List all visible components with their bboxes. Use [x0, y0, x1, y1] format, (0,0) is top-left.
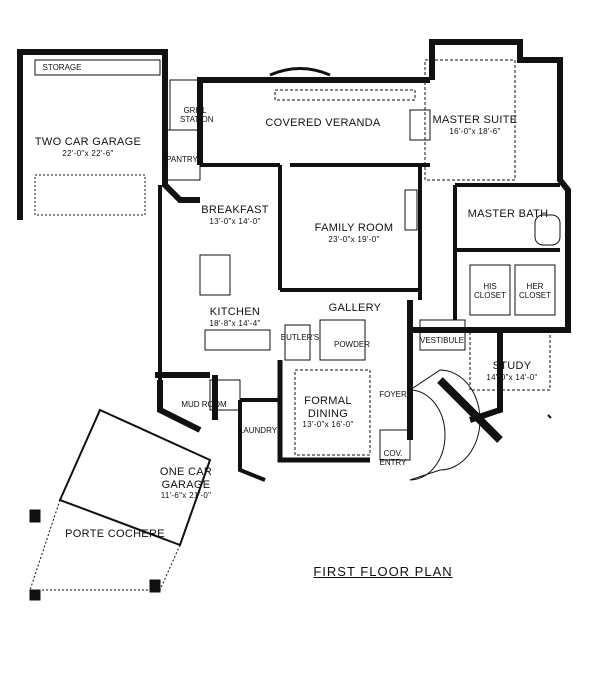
- room-dimensions: 13'-0"x 16'-0": [302, 420, 354, 430]
- room-label-her-closet: HER CLOSET: [519, 282, 552, 301]
- room-label-pantry: PANTRY: [166, 155, 198, 164]
- room-label-mud-room: MUD ROOM: [181, 400, 227, 409]
- exterior-walls: [17, 39, 571, 482]
- interior-lines: [29, 59, 561, 601]
- room-name: MASTER SUITE: [432, 114, 518, 126]
- room-label-grill-station: GRILL STATION: [180, 106, 214, 125]
- room-dimensions: 16'-0"x 18'-6": [449, 126, 501, 136]
- room-label-powder: POWDER: [334, 340, 370, 349]
- room-label-laundry: LAUNDRY: [238, 426, 278, 435]
- room-dimensions: 14'-0"x 14'-0": [486, 372, 538, 382]
- room-name: TWO CAR GARAGE: [34, 136, 142, 148]
- room-name: STUDY: [492, 360, 532, 372]
- room-label-master-bath: MASTER BATH: [467, 208, 549, 220]
- room-label-covered-veranda: COVERED VERANDA: [265, 117, 381, 129]
- room-label-his-closet: HIS CLOSET: [474, 282, 507, 301]
- plan-title: FIRST FLOOR PLAN: [313, 564, 453, 579]
- room-name: FORMAL DINING: [304, 395, 352, 420]
- room-label-storage: STORAGE: [42, 63, 82, 72]
- room-name: KITCHEN: [209, 306, 261, 318]
- room-dimensions: 22'-0"x 22'-6": [62, 148, 114, 158]
- room-dimensions: 13'-0"x 14'-0": [209, 216, 261, 226]
- room-label-porte-cochere: PORTE COCHERE: [65, 528, 165, 540]
- room-label-foyer: FOYER: [379, 390, 407, 399]
- room-name: BREAKFAST: [201, 204, 269, 216]
- room-label-vestibule: VESTIBULE: [419, 336, 465, 345]
- room-dimensions: 23'-0"x 19'-0": [328, 234, 380, 244]
- room-name: FAMILY ROOM: [314, 222, 394, 234]
- room-dimensions: 11'-6"x 21'-0": [160, 491, 212, 501]
- room-dimensions: 18'-8"x 14'-4": [209, 318, 261, 328]
- room-label-butlers: BUTLER'S: [280, 333, 320, 342]
- room-label-cov-entry: COV. ENTRY: [379, 449, 407, 468]
- room-name: ONE CAR GARAGE: [159, 466, 213, 491]
- room-label-gallery: GALLERY: [328, 302, 382, 314]
